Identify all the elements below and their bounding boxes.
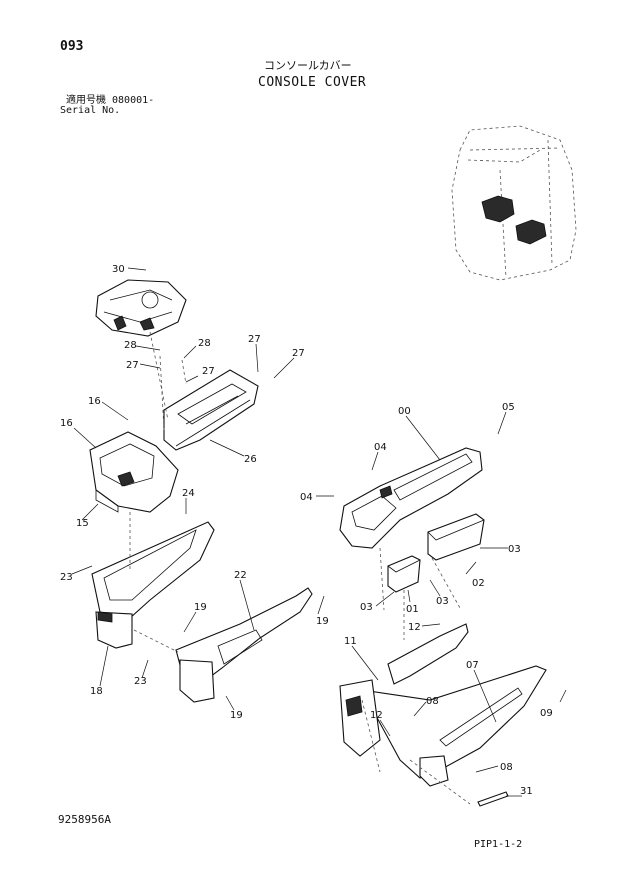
callout-11: 11 bbox=[344, 636, 357, 647]
callout-08b: 08 bbox=[500, 762, 513, 773]
leader-lines bbox=[71, 267, 567, 797]
serial-label-japanese: 適用号機 080001- bbox=[66, 95, 155, 106]
assembly-lines bbox=[129, 331, 471, 805]
storage-boxes bbox=[387, 513, 485, 593]
callout-18: 18 bbox=[90, 686, 103, 697]
left-console-body bbox=[89, 431, 179, 513]
serial-label: Serial No. bbox=[60, 105, 121, 116]
right-upper-panel bbox=[387, 623, 469, 685]
page-title: CONSOLE COVER bbox=[258, 75, 367, 90]
callout-16b: 16 bbox=[60, 418, 73, 429]
callout-08a: 08 bbox=[426, 696, 439, 707]
callout-12a: 12 bbox=[408, 622, 421, 633]
callout-19c: 19 bbox=[230, 710, 243, 721]
callout-19a: 19 bbox=[194, 602, 207, 613]
right-side-panel bbox=[339, 665, 547, 787]
callout-23a: 23 bbox=[60, 572, 73, 583]
callout-27b: 27 bbox=[202, 366, 215, 377]
right-console-main bbox=[339, 447, 483, 549]
callout-23b: 23 bbox=[134, 676, 147, 687]
callout-30: 30 bbox=[112, 264, 125, 275]
callout-07: 07 bbox=[466, 660, 479, 671]
callout-31: 31 bbox=[520, 786, 533, 797]
callout-00: 00 bbox=[398, 406, 411, 417]
bar-part bbox=[477, 791, 509, 807]
callout-03a: 03 bbox=[508, 544, 521, 555]
callout-27c: 27 bbox=[248, 334, 261, 345]
callout-26: 26 bbox=[244, 454, 257, 465]
document-code: 9258956A bbox=[58, 813, 111, 826]
callout-03b: 03 bbox=[360, 602, 373, 613]
callout-22: 22 bbox=[234, 570, 247, 581]
callout-02: 02 bbox=[472, 578, 485, 589]
callout-04b: 04 bbox=[300, 492, 313, 503]
callout-28b: 28 bbox=[198, 338, 211, 349]
callout-labels: 30 28 28 27 27 27 27 16 16 26 15 24 23 2… bbox=[60, 264, 553, 797]
callout-09: 09 bbox=[540, 708, 553, 719]
center-side-panel bbox=[175, 587, 313, 703]
switch-panel bbox=[95, 279, 187, 337]
front-cover bbox=[163, 369, 259, 451]
callout-27a: 27 bbox=[126, 360, 139, 371]
callout-03c: 03 bbox=[436, 596, 449, 607]
page-reference: PIP1-1-2 bbox=[474, 839, 523, 850]
callout-28a: 28 bbox=[124, 340, 137, 351]
left-side-panel bbox=[91, 521, 215, 649]
callout-16a: 16 bbox=[88, 396, 101, 407]
callout-05: 05 bbox=[502, 402, 515, 413]
callout-15: 15 bbox=[76, 518, 89, 529]
callout-27d: 27 bbox=[292, 348, 305, 359]
page-code: 093 bbox=[60, 39, 84, 54]
callout-04a: 04 bbox=[374, 442, 387, 453]
title-japanese: コンソールカバー bbox=[264, 59, 352, 72]
callout-01: 01 bbox=[406, 604, 419, 615]
callout-12b: 12 bbox=[370, 710, 383, 721]
cab-outline bbox=[451, 125, 577, 281]
callout-24: 24 bbox=[182, 488, 195, 499]
callout-19b: 19 bbox=[316, 616, 329, 627]
